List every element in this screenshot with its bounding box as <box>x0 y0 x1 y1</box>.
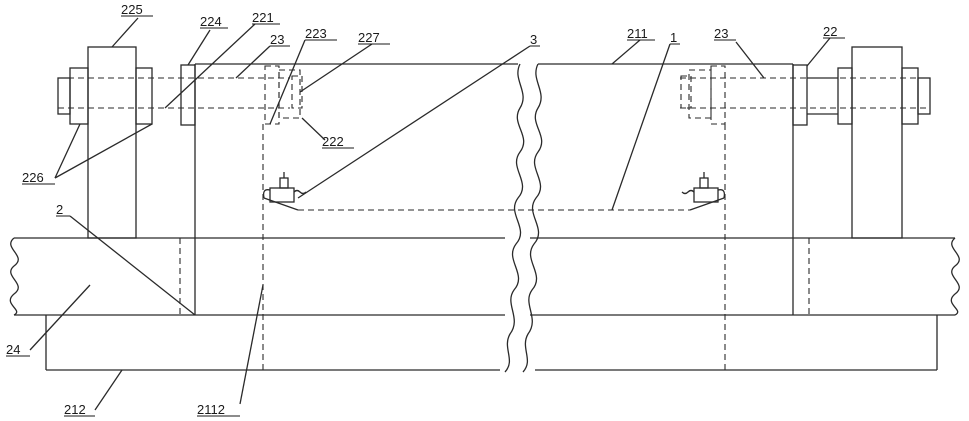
label-22: 22 <box>823 24 837 39</box>
shaft-hidden-lines <box>58 78 930 108</box>
clamp-3-left <box>264 172 306 210</box>
label-24: 24 <box>6 342 20 357</box>
label-23-left: 23 <box>270 32 284 47</box>
label-211: 211 <box>627 26 648 41</box>
label-212: 212 <box>64 402 86 417</box>
hidden-verticals <box>180 124 809 370</box>
frame-211 <box>195 64 793 315</box>
label-2: 2 <box>56 202 63 217</box>
label-227: 227 <box>358 30 380 45</box>
label-23-right: 23 <box>714 26 728 41</box>
break-line <box>505 64 542 372</box>
label-224: 224 <box>200 14 222 29</box>
left-bearing-223 <box>265 66 302 124</box>
clamp-3-right <box>682 172 724 210</box>
label-2112: 2112 <box>197 402 225 417</box>
label-221: 221 <box>252 10 274 25</box>
label-3: 3 <box>530 32 537 47</box>
label-225: 225 <box>121 2 143 17</box>
base-212 <box>46 315 937 370</box>
label-226: 226 <box>22 170 44 185</box>
label-223: 223 <box>305 26 327 41</box>
right-bearing <box>681 66 725 124</box>
label-1: 1 <box>670 30 677 45</box>
label-222: 222 <box>322 134 344 149</box>
left-support-225 <box>58 47 195 238</box>
beam-24 <box>10 238 959 315</box>
right-support-22 <box>793 47 930 238</box>
leader-lines <box>30 18 830 410</box>
